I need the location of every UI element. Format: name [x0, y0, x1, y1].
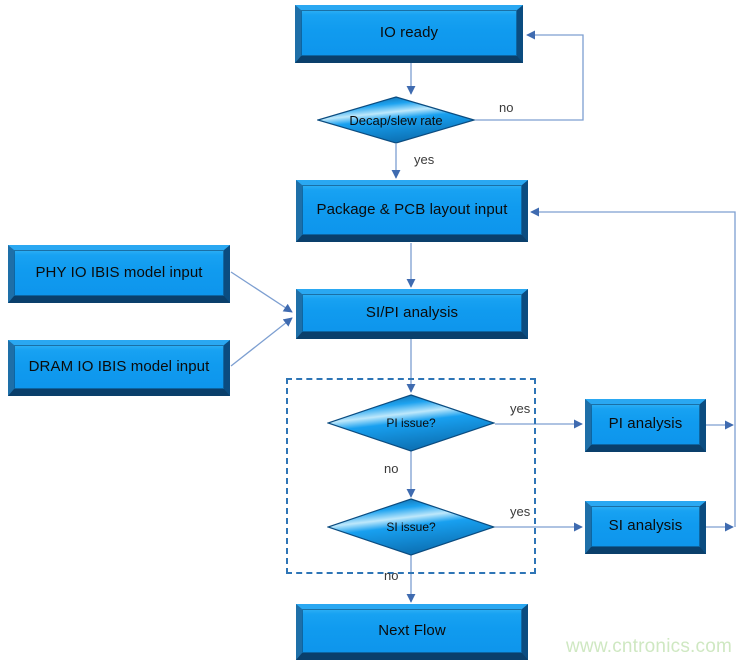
edge-label-pi-issue-yes: yes — [510, 401, 531, 416]
diamond-shape — [327, 394, 495, 452]
node-decap-slew-rate[interactable]: Decap/slew rate — [317, 96, 475, 144]
node-pi-analysis[interactable]: PI analysis — [585, 399, 706, 452]
node-pi-analysis-label: PI analysis — [608, 415, 683, 433]
issue-check-group-region — [286, 378, 536, 574]
node-phy-io-ibis-model-input-label: PHY IO IBIS model input — [35, 263, 203, 281]
node-package-pcb-layout-input[interactable]: Package & PCB layout input — [296, 180, 528, 242]
edge-label-si-issue-yes: yes — [510, 504, 531, 519]
watermark: www.cntronics.com — [566, 636, 732, 657]
node-decap-slew-rate-label: Decap/slew rate — [349, 112, 443, 128]
node-pi-issue[interactable]: PI issue? — [327, 394, 495, 452]
node-package-pcb-layout-input-label: Package & PCB layout input — [316, 200, 508, 218]
node-io-ready[interactable]: IO ready — [295, 5, 523, 63]
node-si-issue[interactable]: SI issue? — [327, 498, 495, 556]
node-si-analysis-label: SI analysis — [608, 517, 683, 535]
diamond-shape — [317, 96, 475, 144]
node-si-pi-analysis-label: SI/PI analysis — [365, 303, 459, 321]
node-dram-io-ibis-model-input-label: DRAM IO IBIS model input — [28, 357, 210, 375]
node-si-pi-analysis[interactable]: SI/PI analysis — [296, 289, 528, 339]
edge-label-pi-issue-no: no — [384, 461, 399, 476]
node-next-flow[interactable]: Next Flow — [296, 604, 528, 660]
node-phy-io-ibis-model-input[interactable]: PHY IO IBIS model input — [8, 245, 230, 303]
node-dram-io-ibis-model-input[interactable]: DRAM IO IBIS model input — [8, 340, 230, 396]
node-pi-issue-label: PI issue? — [386, 416, 436, 430]
node-si-issue-label: SI issue? — [386, 520, 436, 534]
node-io-ready-label: IO ready — [379, 23, 439, 41]
edge-label-decap-no: no — [499, 100, 514, 115]
node-si-analysis[interactable]: SI analysis — [585, 501, 706, 554]
node-next-flow-label: Next Flow — [378, 621, 446, 639]
edge-label-decap-yes: yes — [414, 152, 435, 167]
diamond-shape — [327, 498, 495, 556]
edge-label-si-issue-no: no — [384, 568, 399, 583]
